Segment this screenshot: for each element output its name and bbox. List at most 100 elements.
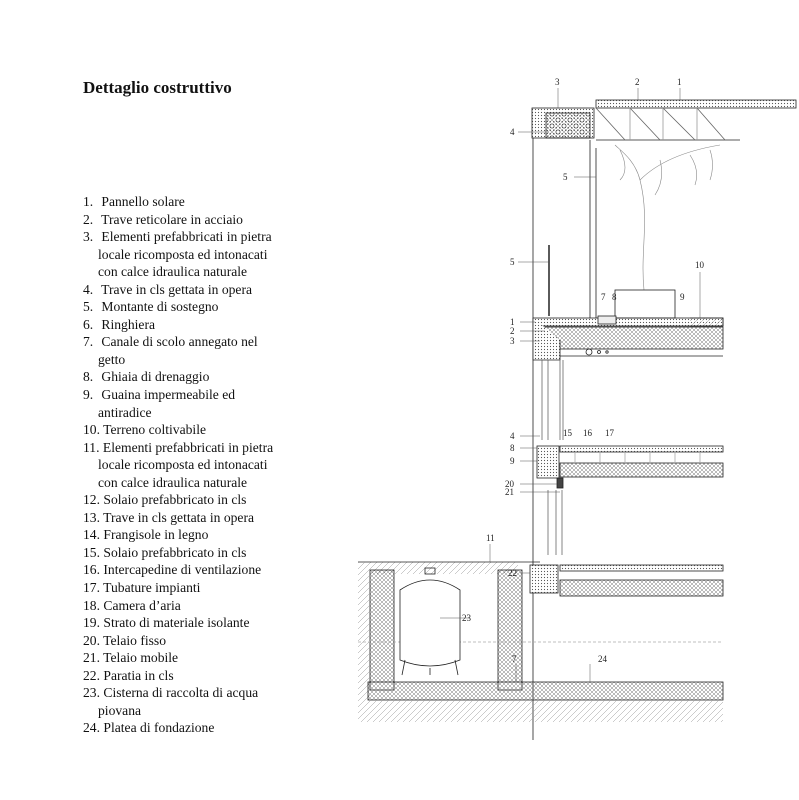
legend-text: Ghiaia di drenaggio [101,369,210,385]
legend-number: 23. [83,685,100,701]
callout-9: 9 [510,456,515,466]
legend-number: 14. [83,527,100,543]
legend-text: Trave reticolare in acciaio [101,211,243,227]
legend-text: Trave in cls gettata in opera [103,509,255,525]
callout-11: 11 [486,533,495,543]
callout-7: 7 [601,292,606,302]
callout-22: 22 [508,568,517,578]
legend-text: locale ricomposta ed intonacati [98,457,268,473]
legend-text: Intercapedine di ventilazione [103,562,262,578]
legend-item: 5. Montante di sostegno [83,298,273,316]
legend-number: 13. [83,509,100,525]
legend-number: 7. [83,334,94,350]
legend-text: Trave in cls gettata in opera [101,281,253,297]
callout-5: 5 [510,257,515,267]
legend-item: 19. Strato di materiale isolante [83,614,273,632]
legend-number: 8. [83,369,94,385]
legend-text: Tubature impianti [103,580,201,596]
callout-21: 21 [505,487,514,497]
legend-item: 1. Pannello solare [83,193,273,211]
legend-text: Cisterna di raccolta di acqua [103,685,259,701]
legend-text: Montante di sostegno [101,299,219,315]
legend-text: locale ricomposta ed intonacati [98,246,268,262]
legend-item: 16. Intercapedine di ventilazione [83,561,273,579]
page-title: Dettaglio costruttivo [83,78,232,97]
legend-text: piovana [98,702,142,718]
callout-3: 3 [510,336,515,346]
callout-10: 10 [695,260,705,270]
callout-15: 15 [563,428,573,438]
vine-plant [614,144,721,291]
legend-number: 2. [83,211,94,227]
legend-text: Elementi prefabbricati in pietra [101,229,272,245]
callout-1: 1 [677,77,682,87]
callout-8: 8 [510,443,515,453]
legend-text: Terreno coltivabile [103,422,206,438]
rainwater-tank [399,567,461,676]
callout-7: 7 [512,654,517,664]
legend-item: 10. Terreno coltivabile [83,421,273,439]
legend-number: 9. [83,387,94,403]
legend-item: 8. Ghiaia di drenaggio [83,368,273,386]
upper-slab [532,289,724,361]
callout-20: 20 [505,479,515,489]
legend-text: Ringhiera [101,316,156,332]
legend-item: 13. Trave in cls gettata in opera [83,509,273,527]
legend-text: Telaio mobile [103,650,179,666]
legend-text: Telaio fisso [103,632,167,648]
legend-text: Platea di fondazione [103,720,215,736]
legend-item: 11. Elementi prefabbricati in pietra loca… [83,439,273,492]
legend-item: 14. Frangisole in legno [83,526,273,544]
ground-floor [358,561,724,722]
roof-beam [531,107,595,139]
legend-text: Guaina impermeabile ed [101,387,236,403]
legend-item: 24. Platea di fondazione [83,719,273,737]
legend-text: Strato di materiale isolante [103,615,250,631]
callout-1: 1 [510,317,515,327]
legend-text: con calce idraulica naturale [98,474,248,490]
callout-3: 3 [555,77,560,87]
legend-item: 18. Camera d’aria [83,597,273,615]
legend-text: Canale di scolo annegato nel [101,334,258,350]
callout-labels: 3 2 1 4 5 5 10 7 8 9 1 2 3 4 15 16 17 8 … [462,77,705,664]
legend-text: Pannello solare [101,194,185,209]
legend-number: 5. [83,299,94,315]
legend-text: Solaio prefabbricato in cls [103,544,247,560]
callout-23: 23 [462,613,472,623]
callout-4: 4 [510,127,515,137]
callout-4: 4 [510,431,515,441]
callout-8: 8 [612,292,617,302]
legend-text: getto [98,351,126,367]
legend-text: con calce idraulica naturale [98,264,248,280]
legend-number: 18. [83,597,100,613]
legend-item: 22. Paratia in cls [83,667,273,685]
legend-text: Paratia in cls [103,667,174,683]
legend-item: 2. Trave reticolare in acciaio [83,211,273,229]
callout-2: 2 [635,77,640,87]
legend-item: 20. Telaio fisso [83,632,273,650]
callout-9: 9 [680,292,685,302]
legend-number: 20. [83,632,100,648]
legend-text: Elementi prefabbricati in pietra [102,439,274,455]
legend-item: 6. Ringhiera [83,316,273,334]
legend-number: 1. [83,194,94,209]
legend-number: 19. [83,615,100,631]
legend-number: 17. [83,580,100,596]
legend-number: 22. [83,667,100,683]
legend-number: 24. [83,720,100,736]
legend-number: 6. [83,316,94,332]
legend-number: 4. [83,281,94,297]
legend-item: 12. Solaio prefabbricato in cls [83,491,273,509]
callout-24: 24 [598,654,608,664]
callout-17: 17 [605,428,615,438]
legend-number: 11. [83,439,100,455]
legend-item: 17. Tubature impianti [83,579,273,597]
legend-number: 16. [83,562,100,578]
legend-number: 15. [83,544,100,560]
